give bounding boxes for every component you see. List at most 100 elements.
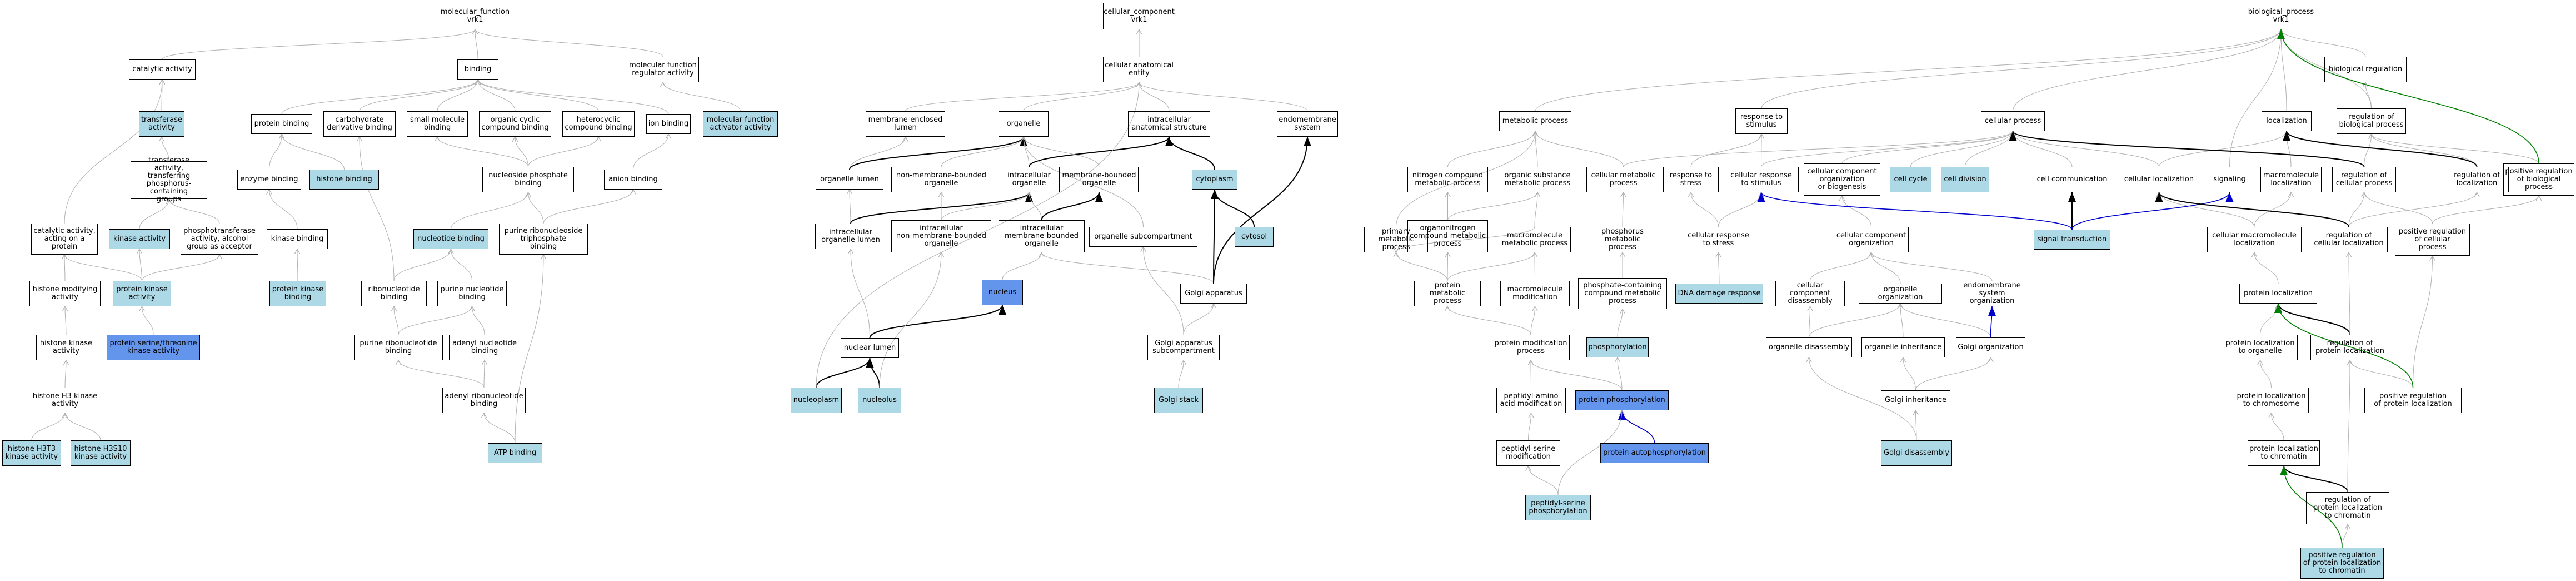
go-term-node[interactable]: cellular macromolecule localization [2207,227,2302,252]
go-term-node[interactable]: cell communication [2034,167,2110,192]
go-term-node[interactable]: carbohydrate derivative binding [323,111,396,137]
go-term-node[interactable]: Golgi stack [1154,388,1203,413]
go-term-node[interactable]: Golgi apparatus subcompartment [1147,335,1220,360]
go-term-node[interactable]: nucleotide binding [413,229,488,249]
go-term-node[interactable]: nucleolus [858,388,901,413]
go-term-node[interactable]: binding [457,59,498,80]
go-term-node[interactable]: protein autophosphorylation [1600,443,1709,463]
go-term-node[interactable]: phosphorus metabolic process [1581,227,1664,252]
go-term-node[interactable]: peptidyl-serine modification [1496,440,1560,466]
go-term-node[interactable]: purine ribonucleotide binding [354,335,443,360]
go-term-node[interactable]: purine ribonucleoside triphosphate bindi… [499,224,588,255]
go-term-node[interactable]: ribonucleotide binding [361,281,427,306]
go-term-node[interactable]: Golgi disassembly [1881,440,1952,466]
go-term-node[interactable]: phosphorylation [1586,337,1649,357]
go-term-node[interactable]: biological_process vrk1 [2245,3,2317,29]
go-term-node[interactable]: cellular response to stress [1684,227,1753,252]
go-term-node[interactable]: cellular localization [2119,167,2199,192]
go-term-node[interactable]: organelle lumen [816,170,883,190]
go-term-node[interactable]: response to stimulus [1735,108,1788,134]
go-term-node[interactable]: intracellular membrane-bounded organelle [999,220,1085,252]
go-term-node[interactable]: enzyme binding [237,170,301,190]
go-term-node[interactable]: organelle [999,111,1049,137]
go-term-node[interactable]: phosphotransferase activity, alcohol gro… [181,224,258,255]
go-term-node[interactable]: histone H3T3 kinase activity [2,440,61,466]
go-term-node[interactable]: cytoplasm [1192,170,1237,190]
go-term-node[interactable]: response to stress [1663,167,1719,192]
go-term-node[interactable]: localization [2262,111,2312,131]
go-term-node[interactable]: Golgi organization [1956,337,2025,357]
go-term-node[interactable]: histone H3 kinase activity [29,388,101,413]
go-term-node[interactable]: molecular function activator activity [703,111,778,137]
go-term-node[interactable]: macromolecule metabolic process [1499,227,1571,252]
go-term-node[interactable]: positive regulation of cellular process [2395,224,2470,256]
go-term-node[interactable]: kinase binding [267,229,328,249]
go-term-node[interactable]: heterocyclic compound binding [562,111,635,137]
go-term-node[interactable]: membrane-bounded organelle [1060,167,1139,192]
go-term-node[interactable]: organic substance metabolic process [1499,167,1576,192]
go-term-node[interactable]: molecular function regulator activity [627,57,699,82]
go-term-node[interactable]: adenyl ribonucleotide binding [442,388,526,413]
go-term-node[interactable]: peptidyl-serine phosphorylation [1525,495,1591,520]
go-term-node[interactable]: cellular component organization [1834,227,1909,252]
go-term-node[interactable]: protein phosphorylation [1575,390,1669,410]
go-term-node[interactable]: phosphate-containing compound metabolic … [1578,278,1667,309]
go-term-node[interactable]: anion binding [604,170,662,190]
go-term-node[interactable]: ion binding [646,114,691,134]
go-term-node[interactable]: catalytic activity [129,59,196,80]
go-term-node[interactable]: protein localization to chromatin [2248,440,2320,466]
go-term-node[interactable]: kinase activity [109,229,170,249]
go-term-node[interactable]: protein localization to chromosome [2234,388,2309,413]
go-term-node[interactable]: regulation of cellular localization [2310,227,2388,252]
go-term-node[interactable]: macromolecule localization [2260,167,2322,192]
go-term-node[interactable]: organonitrogen compound metabolic proces… [1407,220,1488,252]
go-term-node[interactable]: cell cycle [1890,167,1931,192]
go-term-node[interactable]: biological regulation [2324,57,2407,82]
go-term-node[interactable]: endomembrane system organization [1956,281,2028,306]
go-term-node[interactable]: protein kinase activity [113,281,171,306]
go-term-node[interactable]: metabolic process [1499,111,1571,131]
go-term-node[interactable]: histone modifying activity [29,281,101,306]
go-term-node[interactable]: DNA damage response [1675,284,1763,304]
go-term-node[interactable]: transferase activity [139,111,184,137]
go-term-node[interactable]: endomembrane system [1277,111,1338,137]
go-term-node[interactable]: organelle subcompartment [1089,227,1197,247]
go-term-node[interactable]: cellular response to stimulus [1724,167,1799,192]
go-term-node[interactable]: regulation of protein localization [2310,335,2389,360]
go-term-node[interactable]: cellular process [1981,111,2045,131]
go-term-node[interactable]: purine nucleotide binding [437,281,507,306]
go-term-node[interactable]: intracellular organelle [999,167,1060,192]
go-term-node[interactable]: Golgi apparatus [1180,284,1247,304]
go-term-node[interactable]: primary metabolic process [1364,227,1428,252]
go-term-node[interactable]: intracellular anatomical structure [1128,111,1210,137]
go-term-node[interactable]: intracellular non-membrane-bounded organ… [891,220,991,252]
go-term-node[interactable]: positive regulation of biological proces… [2503,163,2574,196]
go-term-node[interactable]: organelle inheritance [1861,337,1945,357]
go-term-node[interactable]: membrane-enclosed lumen [866,111,945,137]
go-term-node[interactable]: nitrogen compound metabolic process [1407,167,1488,192]
go-term-node[interactable]: signaling [2209,167,2250,192]
go-term-node[interactable]: organelle disassembly [1766,337,1852,357]
go-term-node[interactable]: protein metabolic process [1414,281,1481,306]
go-term-node[interactable]: cellular component disassembly [1775,281,1845,306]
go-term-node[interactable]: protein localization to organelle [2223,335,2298,360]
go-term-node[interactable]: protein binding [251,114,312,134]
go-term-node[interactable]: small molecule binding [407,111,468,137]
go-term-node[interactable]: cytosol [1235,227,1274,247]
go-term-node[interactable]: nucleus [982,280,1023,305]
go-term-node[interactable]: adenyl nucleotide binding [449,335,520,360]
go-term-node[interactable]: protein modification process [1492,335,1570,360]
go-term-node[interactable]: cellular anatomical entity [1103,57,1175,82]
go-term-node[interactable]: cell division [1941,167,1989,192]
go-term-node[interactable]: catalytic activity, acting on a protein [31,224,98,255]
go-term-node[interactable]: molecular_function vrk1 [441,3,510,29]
go-term-node[interactable]: nucleoside phosphate binding [482,167,574,192]
go-term-node[interactable]: positive regulation of protein localizat… [2300,548,2384,579]
go-term-node[interactable]: regulation of protein localization to ch… [2306,492,2389,524]
go-term-node[interactable]: histone binding [309,170,379,190]
go-term-node[interactable]: organic cyclic compound binding [479,111,551,137]
go-term-node[interactable]: cellular_component vrk1 [1103,3,1175,29]
go-term-node[interactable]: nuclear lumen [841,338,899,358]
go-term-node[interactable]: cellular component organization or bioge… [1804,163,1880,196]
go-term-node[interactable]: regulation of cellular process [2332,167,2396,192]
